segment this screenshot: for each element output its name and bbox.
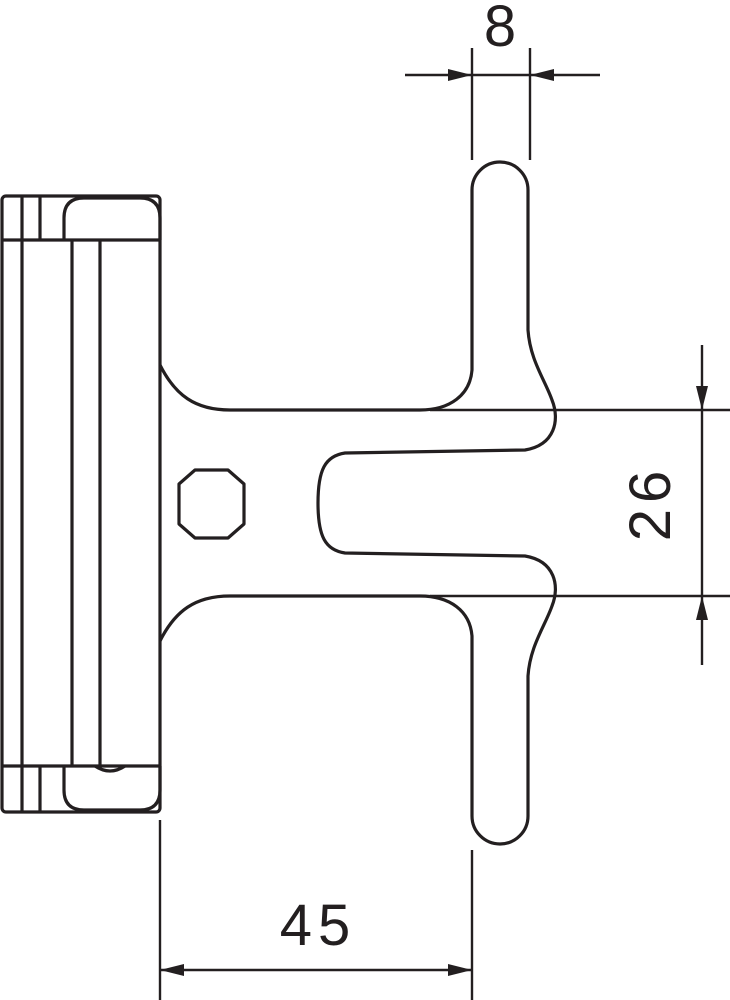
square-hole <box>177 468 246 540</box>
dimension-width-top: 8 <box>405 0 600 160</box>
dimension-label-8: 8 <box>484 0 522 59</box>
dimension-slot-height: 26 <box>430 345 730 665</box>
body-top-half <box>158 160 557 504</box>
head-top-cap <box>62 196 162 240</box>
head-notch <box>94 764 126 773</box>
dimension-label-45: 45 <box>280 893 357 958</box>
dimension-length: 45 <box>158 820 474 1000</box>
clamp-body <box>158 160 558 846</box>
clamp-head <box>0 194 162 814</box>
head-bottom-cap <box>62 766 162 812</box>
head-outline <box>0 194 162 814</box>
dimension-label-26: 26 <box>618 465 683 542</box>
body-bottom-half <box>158 501 558 846</box>
